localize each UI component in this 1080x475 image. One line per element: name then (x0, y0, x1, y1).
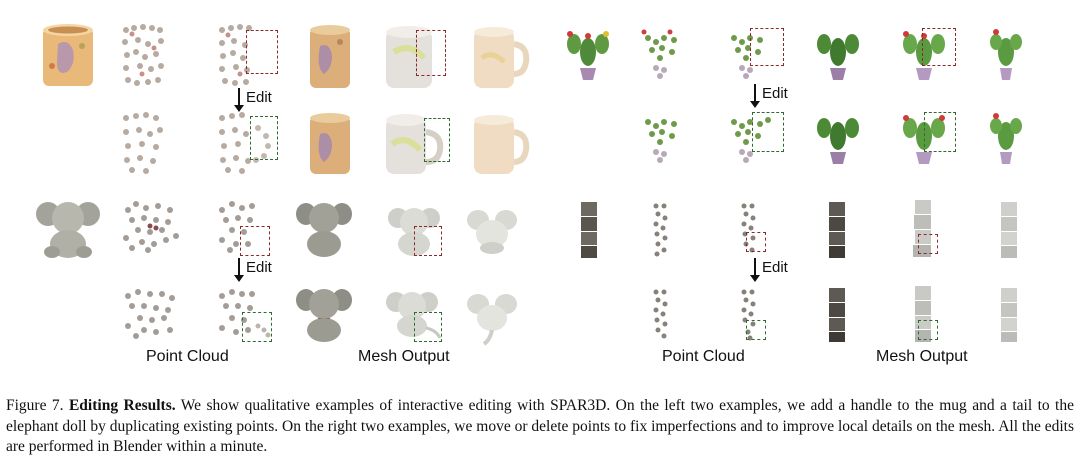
right-mesh-output-label: Mesh Output (876, 348, 968, 365)
elephant-mesh-after-reference (467, 294, 517, 346)
elephant-edited-box (242, 312, 272, 342)
blocks-input-image (581, 202, 597, 258)
cactus-point-cloud (641, 29, 677, 79)
mug-point-cloud-after-1 (123, 112, 163, 174)
mug-point-cloud-after-2 (219, 112, 271, 174)
caption-title: Editing Results. (68, 397, 176, 414)
mug-mesh-before-textured (310, 25, 350, 88)
caption-prefix: Figure 7. (6, 397, 64, 414)
cactus-mesh-before-reference (990, 29, 1022, 80)
mug-mesh-before-reference (474, 27, 530, 88)
cactus-edited-box (752, 112, 784, 152)
mug-edit-label: Edit (246, 89, 272, 106)
mug-selection-box-mesh (416, 30, 446, 76)
elephant-edit-label: Edit (246, 259, 272, 276)
elephant-point-cloud-after-1 (125, 289, 175, 339)
blocks-mesh-before-reference (1001, 202, 1017, 258)
mug-mesh-before-shaded (386, 26, 432, 88)
figure-caption: Figure 7. Editing Results. We show quali… (6, 396, 1074, 458)
mug-edited-box (250, 116, 278, 160)
elephant-mesh-before-reference (467, 210, 517, 254)
elephant-mesh-after-textured (296, 289, 352, 342)
cactus-mesh-before-textured (817, 34, 859, 80)
mug-mesh-after-reference (474, 115, 530, 174)
elephant-mesh-after-shaded (386, 292, 442, 339)
cactus-edit-label: Edit (762, 85, 788, 102)
elephant-selection-box (240, 226, 270, 256)
cactus-mesh-after-reference (990, 113, 1022, 164)
cactus-edited-box-mesh (924, 112, 956, 152)
elephant-mesh-before-textured (296, 203, 352, 257)
blocks-mesh-before-shaded (913, 200, 931, 257)
elephant-point-cloud (123, 201, 179, 253)
mug-point-cloud-selected (219, 24, 252, 86)
cactus-mesh-before-shaded (903, 31, 945, 80)
cactus-edit-arrow (750, 84, 760, 108)
right-point-cloud-label: Point Cloud (662, 348, 745, 365)
mug-selection-box (246, 30, 278, 74)
editing-results-figure: Edit (36, 24, 1022, 365)
blocks-edited-box (746, 320, 766, 340)
elephant-input-image (36, 202, 100, 258)
blocks-edit-label: Edit (762, 259, 788, 276)
blocks-mesh-before-textured (829, 202, 845, 258)
mug-mesh-after-textured (310, 113, 350, 174)
elephant-edit-arrow (234, 258, 244, 282)
cactus-point-cloud-after-1 (645, 119, 677, 163)
elephant-edited-box-mesh (414, 312, 442, 342)
elephant-point-cloud-selected (219, 201, 255, 253)
blocks-mesh-after-reference (1001, 288, 1017, 342)
cactus-mesh-after-textured (817, 118, 859, 164)
mug-edited-box-mesh (424, 118, 450, 162)
cactus-selection-box (750, 28, 784, 66)
cactus-input-image (567, 31, 609, 80)
elephant-selection-box-mesh (414, 226, 442, 256)
blocks-edited-box-mesh (918, 320, 938, 340)
blocks-selection-box-mesh (918, 234, 938, 254)
left-mesh-output-label: Mesh Output (358, 348, 450, 365)
cactus-point-cloud-after-2 (731, 117, 771, 163)
cactus-point-cloud-selected (731, 35, 763, 79)
mug-input-image (43, 24, 93, 86)
blocks-edit-arrow (750, 258, 760, 282)
left-point-cloud-label: Point Cloud (146, 348, 229, 365)
mug-mesh-after-shaded (386, 114, 444, 174)
cactus-selection-box-mesh (922, 28, 956, 66)
blocks-mesh-after-textured (829, 288, 845, 342)
blocks-point-cloud-after-1 (653, 289, 668, 339)
mug-edit-arrow (234, 88, 244, 112)
mug-point-cloud (122, 24, 164, 86)
caption-body: We show qualitative examples of interact… (6, 397, 1074, 455)
blocks-point-cloud (653, 203, 668, 257)
blocks-selection-box (746, 232, 766, 252)
elephant-mesh-before-shaded (388, 208, 440, 256)
